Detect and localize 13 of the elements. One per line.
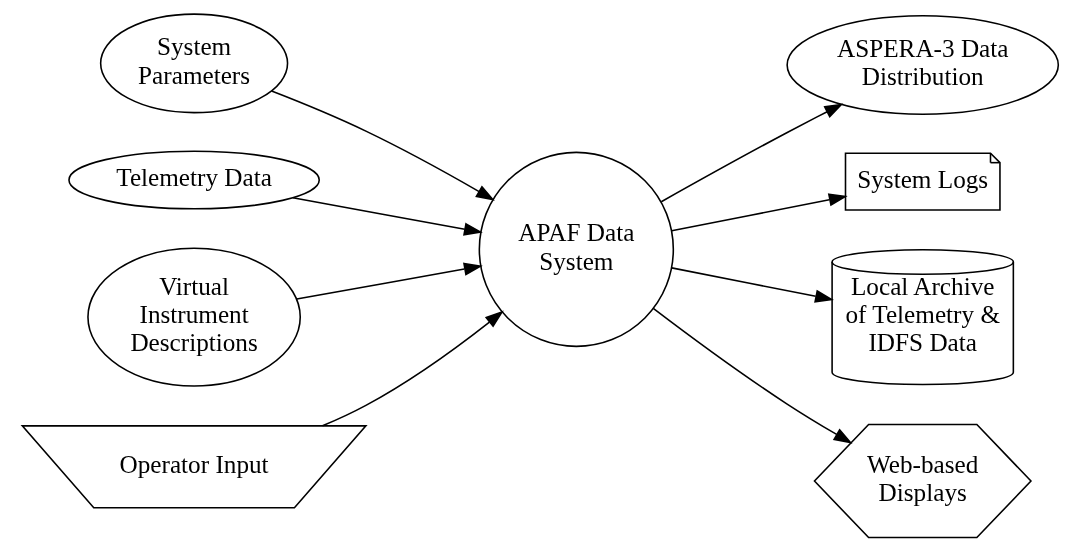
arrow — [291, 197, 483, 236]
arrow — [660, 103, 843, 203]
node-ellipse: Virtual Instrument Descriptions — [86, 247, 301, 387]
arrow — [670, 193, 848, 232]
arrow — [270, 90, 495, 201]
node-circle: APAF Data System — [478, 151, 674, 348]
node-ellipse: System Parameters — [99, 13, 288, 114]
node-ellipse: ASPERA-3 Data Distribution — [785, 14, 1059, 115]
arrow — [652, 307, 853, 444]
arrow — [321, 310, 504, 427]
node-ellipse: Telemetry Data — [67, 150, 320, 210]
arrow — [295, 262, 483, 300]
arrow — [670, 267, 834, 303]
